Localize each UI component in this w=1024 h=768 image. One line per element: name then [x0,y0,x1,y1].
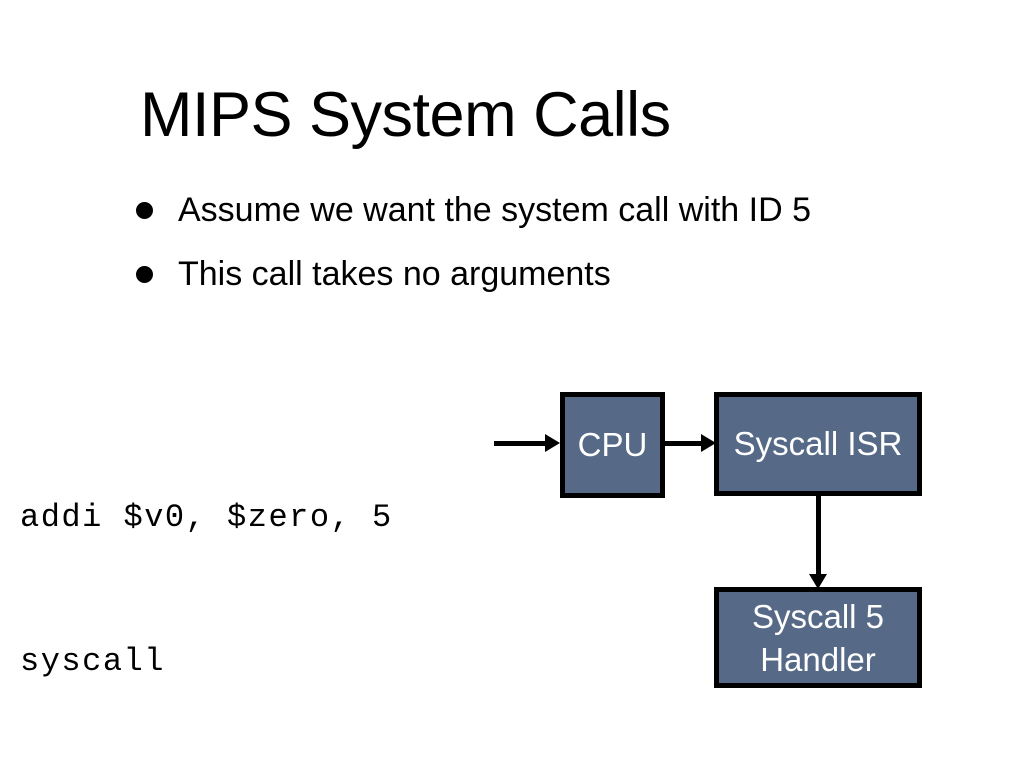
arrow-cpu-to-isr-line [665,441,703,446]
diagram-node-cpu-label: CPU [577,426,648,463]
arrow-isr-to-handler-head [809,574,827,589]
arrow-isr-to-handler-line [816,496,821,576]
diagram-node-handler-label-line2: Handler [760,640,876,678]
diagram-node-syscall-isr: Syscall ISR [714,392,922,496]
list-item: Assume we want the system call with ID 5 [130,182,940,238]
arrow-cpu-to-isr-head [701,434,716,452]
page-title: MIPS System Calls [140,80,671,150]
list-item-label: Assume we want the system call with ID 5 [178,191,812,229]
arrow-code-to-cpu-head [545,434,560,452]
diagram-node-cpu: CPU [560,392,665,498]
diagram-node-syscall-5-handler: Syscall 5 Handler [714,587,922,688]
bullet-dot-icon [136,202,153,219]
arrow-code-to-cpu-line [494,441,546,446]
diagram-node-syscall-isr-label: Syscall ISR [733,425,903,462]
diagram-node-handler-label-line1: Syscall 5 [751,597,885,635]
bullet-list: Assume we want the system call with ID 5… [130,182,940,302]
list-item: This call takes no arguments [130,246,940,302]
code-block: addi $v0, $zero, 5 syscall [20,398,393,768]
code-line-addi: addi $v0, $zero, 5 [20,499,393,536]
bullet-dot-icon [136,266,153,283]
code-line-syscall: syscall [20,643,165,680]
list-item-label: This call takes no arguments [178,255,611,293]
